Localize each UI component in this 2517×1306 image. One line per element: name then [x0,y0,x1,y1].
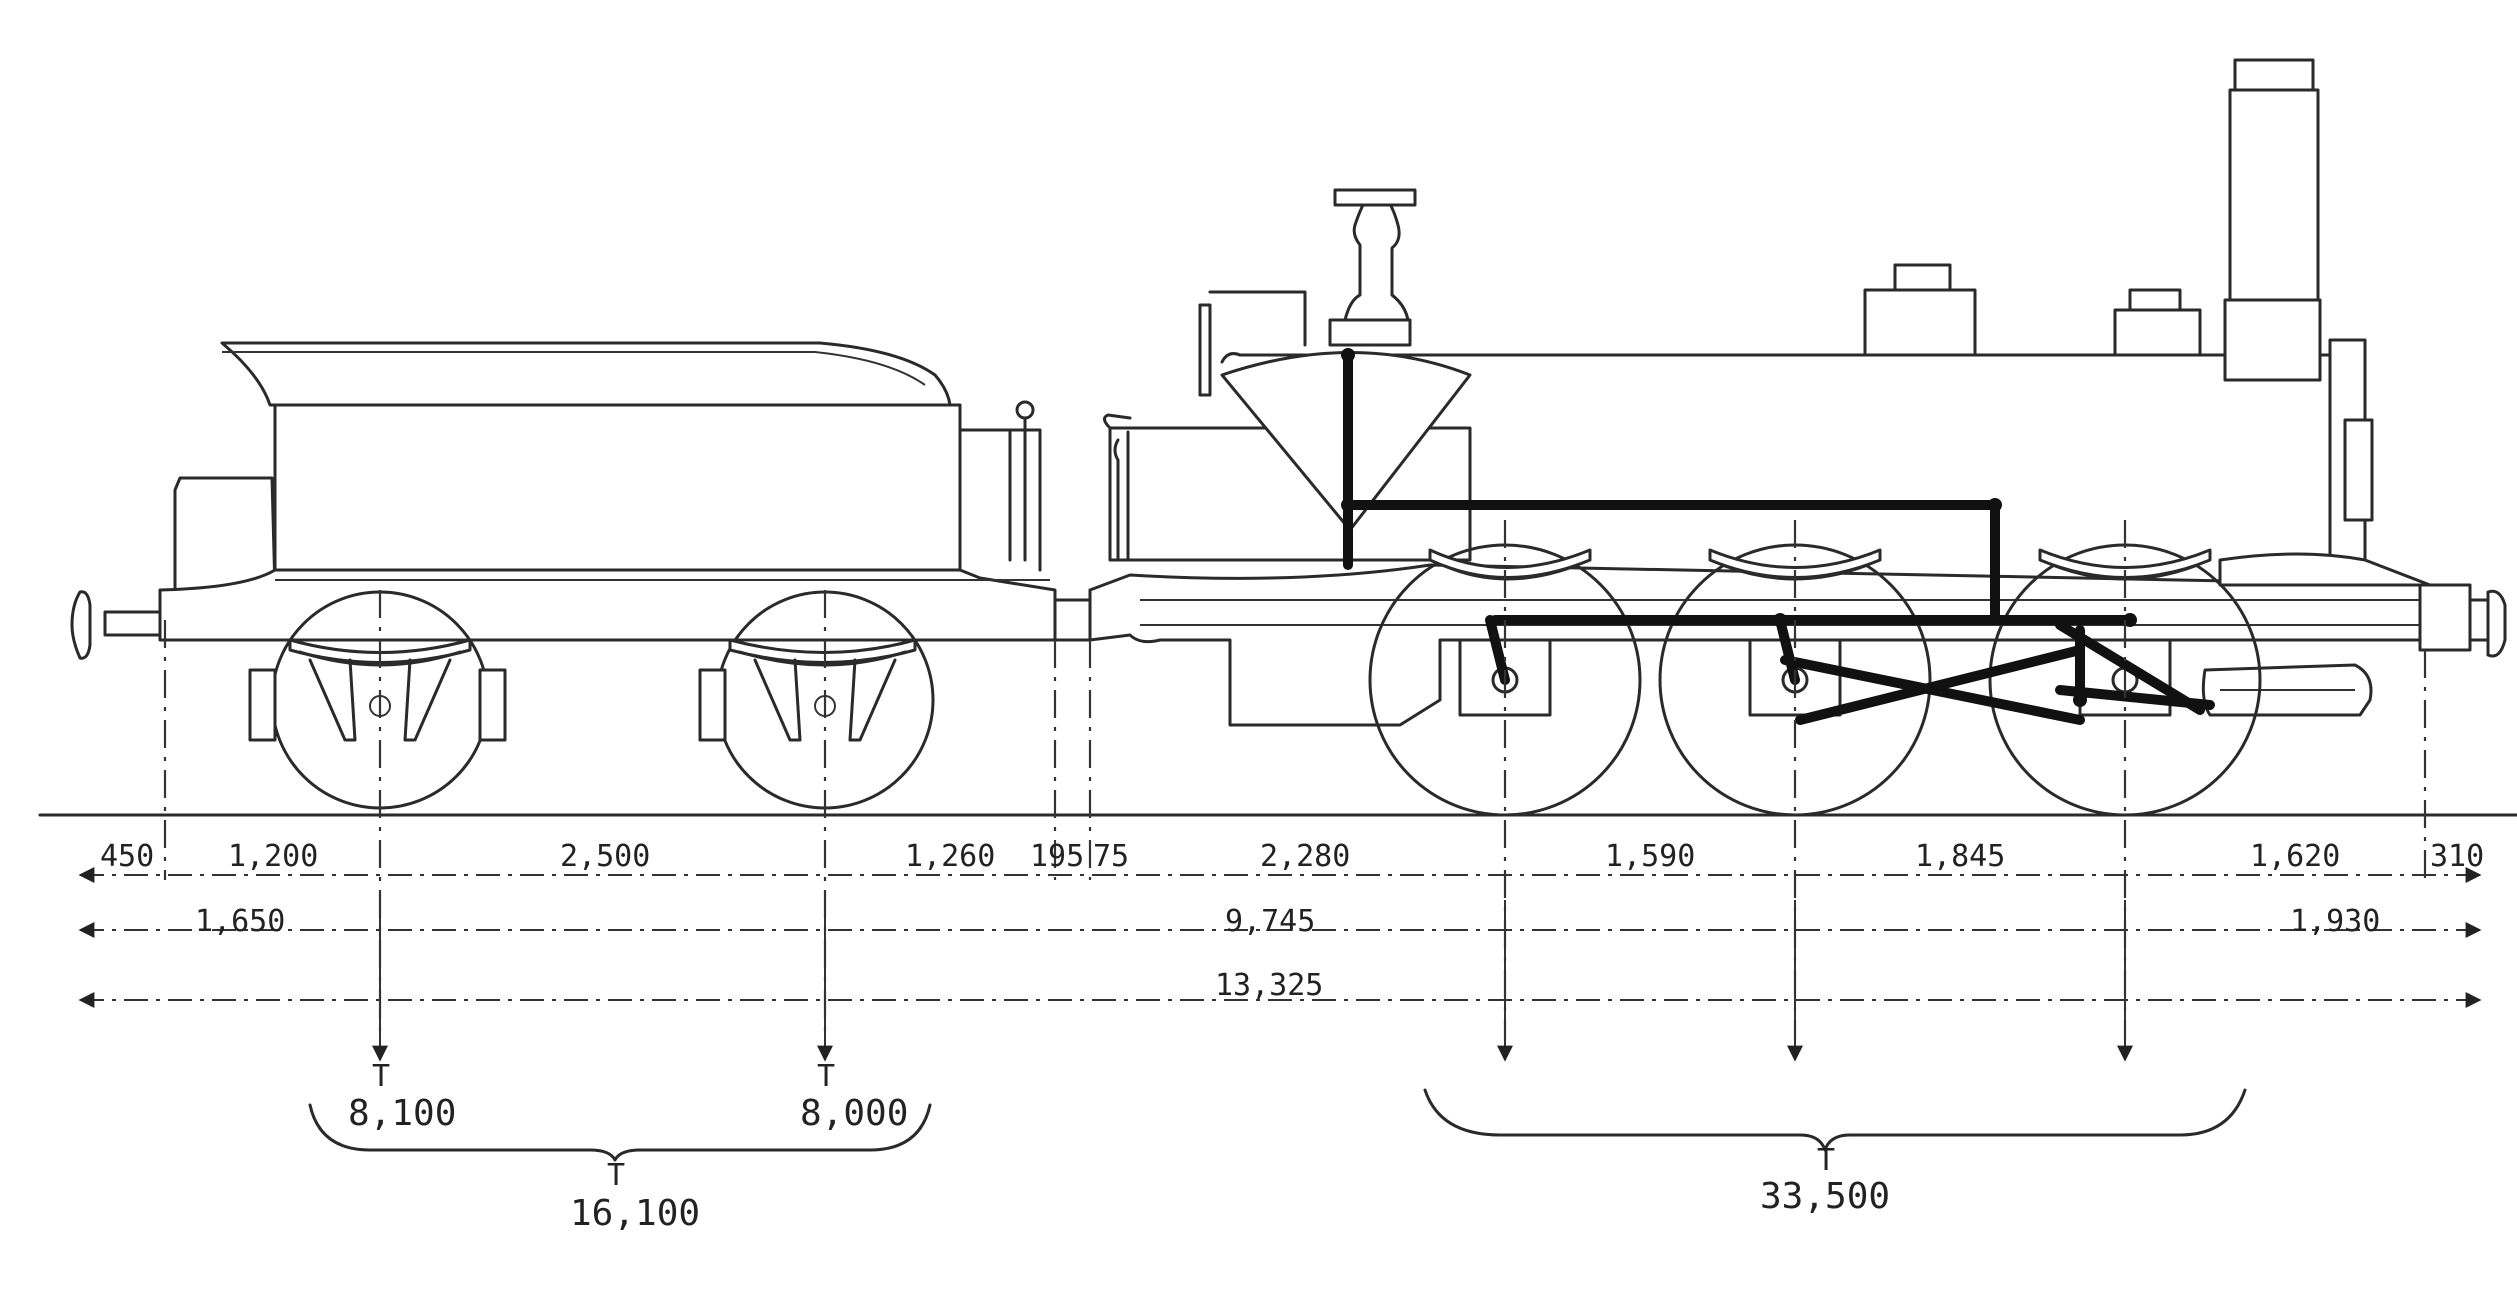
load-tender-axle-2: 8,000 [800,1093,908,1134]
load-tender-total: 16,100 [570,1193,700,1234]
dim-1590: 1,590 [1605,839,1695,874]
dim-2500: 2,500 [560,839,650,874]
locomotive [1088,58,2507,817]
dim-1200: 1,200 [228,839,318,874]
dim-195: 195 [1030,839,1084,874]
dim-450: 450 [100,839,154,874]
dim-1620: 1,620 [2250,839,2340,874]
load-tender-axle-1: 8,100 [348,1093,456,1134]
dimension-lines [38,520,2517,1162]
unit-mark-2: T [817,1059,835,1094]
dim-9745: 9,745 [1225,904,1315,939]
dim-1650: 1,650 [195,904,285,939]
dimension-labels: 450 1,200 2,500 1,260 195 75 2,280 1,590… [100,839,2484,1234]
dim-2280: 2,280 [1260,839,1350,874]
unit-mark-4: T [1817,1143,1835,1178]
dim-1930: 1,930 [2290,904,2380,939]
load-engine-total: 33,500 [1760,1176,1890,1217]
dim-1845: 1,845 [1915,839,2005,874]
unit-mark-3: T [607,1158,625,1193]
tender [70,341,1092,810]
dim-310: 310 [2430,839,2484,874]
dim-13325: 13,325 [1215,968,1323,1003]
dim-1260: 1,260 [905,839,995,874]
unit-mark-1: T [372,1059,390,1094]
dim-75: 75 [1093,839,1129,874]
